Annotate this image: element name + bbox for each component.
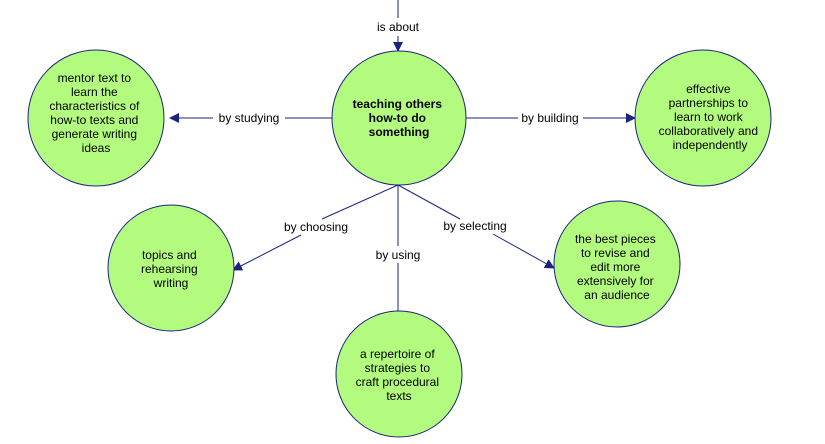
- link-label-by-building: by building: [521, 111, 578, 125]
- node-center[interactable]: teaching others how-to do something: [331, 50, 467, 186]
- link-label-is-about: is about: [377, 20, 420, 34]
- link-label-by-choosing: by choosing: [284, 220, 348, 234]
- node-best-pieces[interactable]: the best pieces to revise and edit more …: [553, 200, 681, 328]
- svg-text:mentor text to learn the: mentor text to learn the characteristics…: [49, 71, 142, 155]
- node-mentor-text[interactable]: mentor text to learn the characteristics…: [27, 49, 165, 187]
- connector-choosing-a: [321, 184, 399, 220]
- node-center-shape[interactable]: [331, 50, 467, 186]
- svg-text:teaching others how-to d: teaching others how-to do something: [353, 97, 446, 139]
- svg-text:a repertoire of strategi: a repertoire of strategies to craft proc…: [356, 347, 443, 403]
- link-label-by-using: by using: [376, 248, 421, 262]
- node-best-pieces-line: the best pieces: [575, 232, 656, 246]
- node-repertoire-line: strategies to: [365, 361, 431, 375]
- node-topics[interactable]: topics and rehearsing writing: [107, 204, 235, 332]
- node-effective-partnerships-line: independently: [673, 138, 748, 152]
- svg-text:topics and rehearsing: topics and rehearsing writing: [141, 248, 201, 290]
- connector-choosing-b: [232, 234, 302, 271]
- node-topics-shape[interactable]: [107, 204, 235, 332]
- node-center-line: teaching others: [353, 97, 443, 111]
- node-center-line: how-to do: [369, 111, 426, 125]
- node-center-line: something: [369, 125, 430, 139]
- node-repertoire-shape[interactable]: [335, 310, 463, 438]
- node-effective-partnerships[interactable]: effective partnerships to learn to work …: [634, 49, 772, 187]
- node-best-pieces-line: edit more: [590, 260, 640, 274]
- node-effective-partnerships-shape[interactable]: [634, 49, 772, 187]
- node-effective-partnerships-line: learn to work: [674, 110, 744, 124]
- link-label-by-selecting: by selecting: [443, 219, 506, 233]
- node-mentor-text-line: generate writing: [52, 127, 137, 141]
- connector-selecting-b: [492, 233, 555, 269]
- node-effective-partnerships-line: partnerships to: [669, 96, 749, 110]
- link-label-by-studying: by studying: [219, 111, 280, 125]
- node-best-pieces-line: to revise and: [581, 246, 650, 260]
- node-topics-line: rehearsing: [141, 262, 198, 276]
- node-repertoire[interactable]: a repertoire of strategies to craft proc…: [335, 310, 463, 438]
- node-repertoire-line: a repertoire of: [360, 347, 435, 361]
- node-repertoire-line: craft procedural: [356, 375, 439, 389]
- node-best-pieces-line: an audience: [584, 288, 650, 302]
- node-effective-partnerships-line: effective: [686, 82, 731, 96]
- node-repertoire-line: texts: [386, 389, 411, 403]
- node-topics-line: topics and: [142, 248, 197, 262]
- node-mentor-text-line: ideas: [82, 141, 111, 155]
- node-best-pieces-line: extensively for: [577, 274, 654, 288]
- node-best-pieces-shape[interactable]: [553, 200, 681, 328]
- connector-selecting-a: [397, 184, 461, 220]
- node-mentor-text-line: characteristics of: [49, 99, 140, 113]
- svg-text:effective partnerships t: effective partnerships to learn to work …: [659, 82, 762, 152]
- node-mentor-text-line: how-to texts and: [50, 113, 138, 127]
- node-mentor-text-shape[interactable]: [27, 49, 165, 187]
- svg-text:the best pieces to revis: the best pieces to revise and edit more …: [575, 232, 659, 302]
- node-mentor-text-line: learn the: [71, 85, 118, 99]
- node-mentor-text-line: mentor text to: [58, 71, 132, 85]
- node-effective-partnerships-line: collaboratively and: [659, 124, 758, 138]
- node-topics-line: writing: [153, 276, 189, 290]
